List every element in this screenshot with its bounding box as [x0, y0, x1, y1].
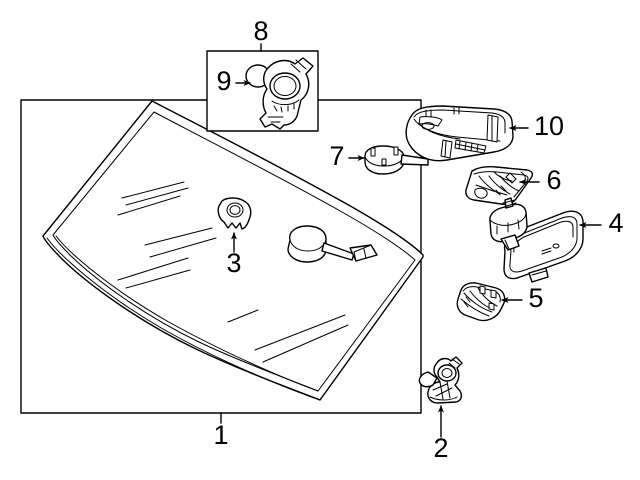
callout-label-8: 8	[253, 16, 268, 46]
callout-leaders	[220, 43, 602, 438]
part-10-housing-shell	[405, 105, 514, 162]
callout-label-2: 2	[433, 433, 448, 463]
windshield-glass-body	[42, 100, 424, 401]
callout-label-6: 6	[546, 165, 561, 195]
callout-label-4: 4	[608, 208, 623, 238]
part-5-cover-lower	[456, 282, 506, 322]
callout-label-1: 1	[213, 420, 228, 450]
part-3-mount-button	[217, 197, 252, 230]
callout-label-3: 3	[226, 248, 241, 278]
part-6-cover-upper	[465, 166, 534, 205]
callout-numbers: 1 2 3 4 5 6 7 8 9 10	[213, 16, 623, 463]
inset-mirror-mount-assembly	[245, 57, 314, 130]
part-2-mount-bracket	[418, 356, 463, 404]
callout-label-9: 9	[216, 66, 231, 96]
glass-reflection-lines	[117, 181, 349, 363]
glass-sensor-module	[287, 225, 378, 263]
part-4-rear-view-mirror	[489, 197, 584, 283]
callout-label-10: 10	[534, 111, 564, 141]
callout-label-5: 5	[528, 283, 543, 313]
callout-label-7: 7	[329, 141, 344, 171]
part-7-sensor-bracket	[364, 145, 429, 175]
